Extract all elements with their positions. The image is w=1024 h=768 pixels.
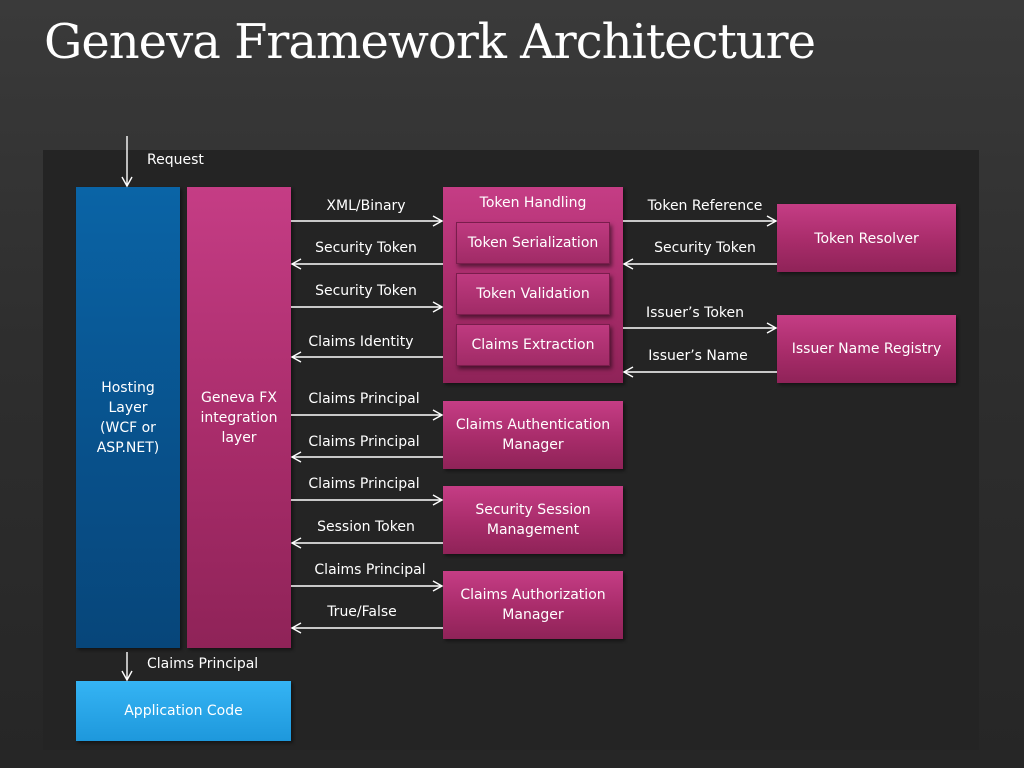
page-title: Geneva Framework Architecture bbox=[44, 14, 816, 70]
security-token-back-label: Security Token bbox=[315, 240, 417, 256]
session-token-label: Session Token bbox=[317, 519, 415, 535]
token-reference-label: Token Reference bbox=[647, 198, 763, 214]
claims-principal-output-label: Claims Principal bbox=[147, 656, 259, 672]
issuers-token-label: Issuer’s Token bbox=[646, 305, 744, 321]
application-code-box: Application Code bbox=[76, 681, 291, 741]
integration-layer-box: Geneva FX integration layer bbox=[187, 187, 291, 648]
issuers-name-label: Issuer’s Name bbox=[648, 348, 748, 364]
claims-principal-to-authz-label: Claims Principal bbox=[314, 562, 426, 578]
issuer-name-registry-box: Issuer Name Registry bbox=[777, 315, 956, 383]
token-handling-title: Token Handling bbox=[479, 195, 587, 211]
security-session-management-box: Security Session Management bbox=[443, 486, 623, 554]
claims-principal-from-auth-label: Claims Principal bbox=[308, 434, 420, 450]
claims-authorization-manager-box: Claims Authorization Manager bbox=[443, 571, 623, 639]
claims-authentication-manager-box: Claims Authentication Manager bbox=[443, 401, 623, 469]
claims-extraction-box: Claims Extraction bbox=[456, 324, 610, 366]
request-label: Request bbox=[147, 152, 204, 168]
true-false-label: True/False bbox=[327, 604, 397, 620]
claims-principal-to-session-label: Claims Principal bbox=[308, 476, 420, 492]
claims-identity-label: Claims Identity bbox=[308, 334, 414, 350]
security-token-from-resolver-label: Security Token bbox=[654, 240, 756, 256]
claims-principal-to-auth-label: Claims Principal bbox=[308, 391, 420, 407]
hosting-layer-box: Hosting Layer (WCF or ASP.NET) bbox=[76, 187, 180, 648]
token-serialization-box: Token Serialization bbox=[456, 222, 610, 264]
security-token-fwd-label: Security Token bbox=[315, 283, 417, 299]
token-validation-box: Token Validation bbox=[456, 273, 610, 315]
token-resolver-box: Token Resolver bbox=[777, 204, 956, 272]
xml-binary-label: XML/Binary bbox=[326, 198, 406, 214]
